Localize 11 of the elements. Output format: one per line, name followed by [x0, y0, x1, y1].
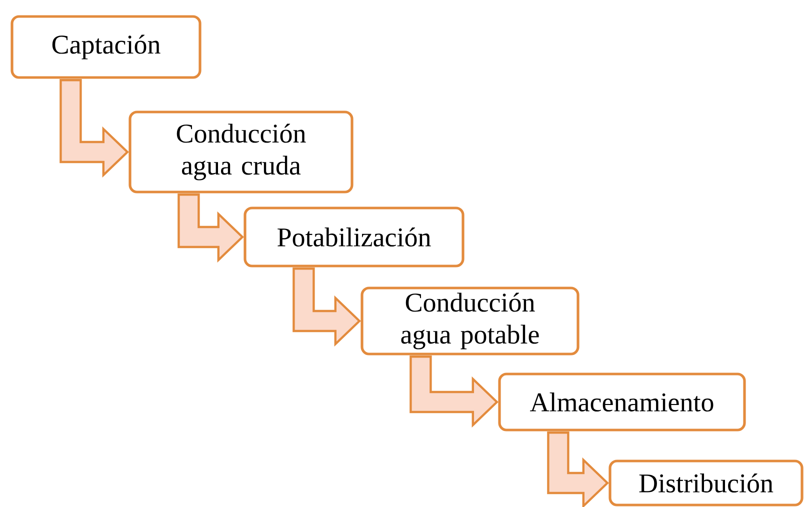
bent-arrow — [178, 194, 244, 263]
bent-arrow — [292, 268, 361, 347]
bent-arrow — [547, 432, 609, 507]
bent-arrow — [60, 79, 129, 178]
process-box: Captación — [10, 15, 202, 79]
process-box: Almacenamiento — [498, 372, 746, 432]
process-box: Conducción agua potable — [360, 286, 580, 356]
process-box: Conducción agua cruda — [128, 110, 354, 194]
bent-arrow — [410, 356, 498, 428]
process-box: Distribución — [608, 460, 804, 506]
process-box: Potabilización — [244, 206, 464, 268]
